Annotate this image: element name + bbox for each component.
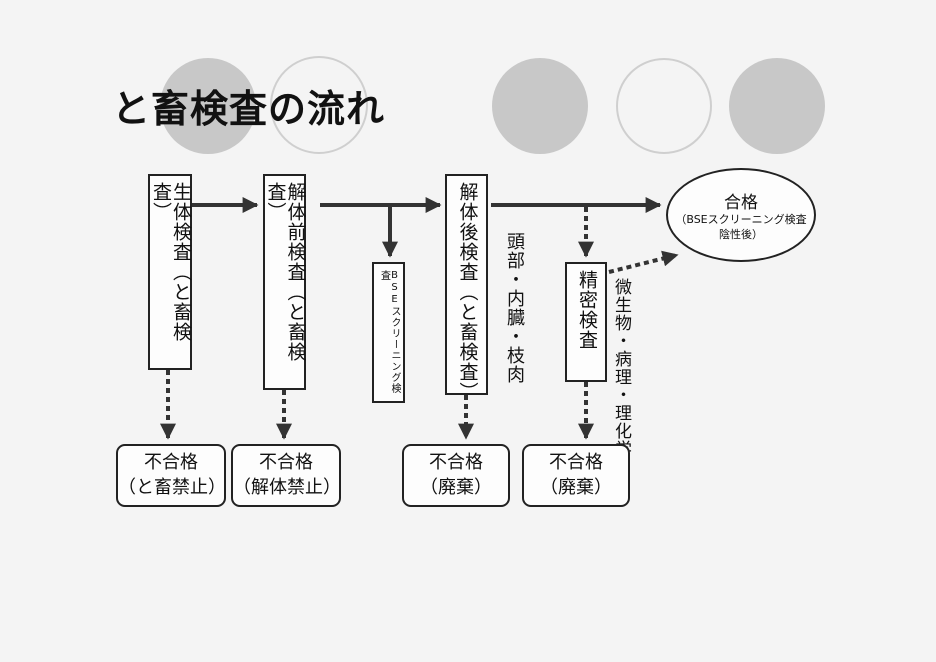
- fail-2-title: 不合格: [259, 452, 313, 474]
- decor-circle-5: [729, 58, 825, 154]
- decor-circle-4: [616, 58, 712, 154]
- pass-note-line2: 陰性後）: [719, 227, 763, 241]
- step-post-dissection-label: 解体後検査（と畜検査）: [456, 182, 479, 402]
- fail-2-reason: （解体禁止）: [233, 476, 341, 498]
- side-label-parts: 頭部・内臓・枝肉: [504, 232, 525, 384]
- pass-result: 合格 （BSEスクリーニング検査 陰性後）: [666, 168, 816, 262]
- fail-1-title: 不合格: [144, 452, 198, 474]
- fail-box-slaughter-ban: 不合格 （と畜禁止）: [116, 444, 226, 507]
- step-live-inspection-label: 生体検査（と畜検査）: [150, 182, 192, 342]
- fail-box-disposal-2: 不合格 （廃棄）: [522, 444, 630, 507]
- side-label-tests: 微生物・病理・理化学: [611, 278, 631, 458]
- step-bse-screening-label: BSEスクリーニング検査: [378, 270, 401, 394]
- step-detailed-inspection-label: 精密検査: [575, 270, 598, 350]
- fail-3-reason: （廃棄）: [420, 476, 492, 498]
- step-bse-screening: BSEスクリーニング検査: [372, 262, 405, 403]
- decor-circle-1: [160, 58, 256, 154]
- pass-note-line1: （BSEスクリーニング検査: [675, 213, 807, 227]
- step-live-inspection: 生体検査（と畜検査）: [148, 174, 192, 370]
- step-pre-dissection: 解体前検査（と畜検査）: [263, 174, 306, 390]
- decor-circle-3: [492, 58, 588, 154]
- fail-3-title: 不合格: [429, 452, 483, 474]
- pass-label: 合格: [724, 193, 758, 214]
- page-title: と畜検査の流れ: [112, 87, 386, 131]
- decor-circle-2: [270, 56, 368, 154]
- arrow-detailed-to-pass: [608, 250, 679, 274]
- step-detailed-inspection: 精密検査: [565, 262, 607, 382]
- fail-box-disposal-1: 不合格 （廃棄）: [402, 444, 510, 507]
- step-pre-dissection-label: 解体前検査（と畜検査）: [264, 182, 307, 362]
- step-post-dissection: 解体後検査（と畜検査）: [445, 174, 488, 402]
- fail-4-reason: （廃棄）: [540, 476, 612, 498]
- fail-4-title: 不合格: [549, 452, 603, 474]
- fail-1-reason: （と畜禁止）: [118, 476, 226, 498]
- fail-box-dissection-ban: 不合格 （解体禁止）: [231, 444, 341, 507]
